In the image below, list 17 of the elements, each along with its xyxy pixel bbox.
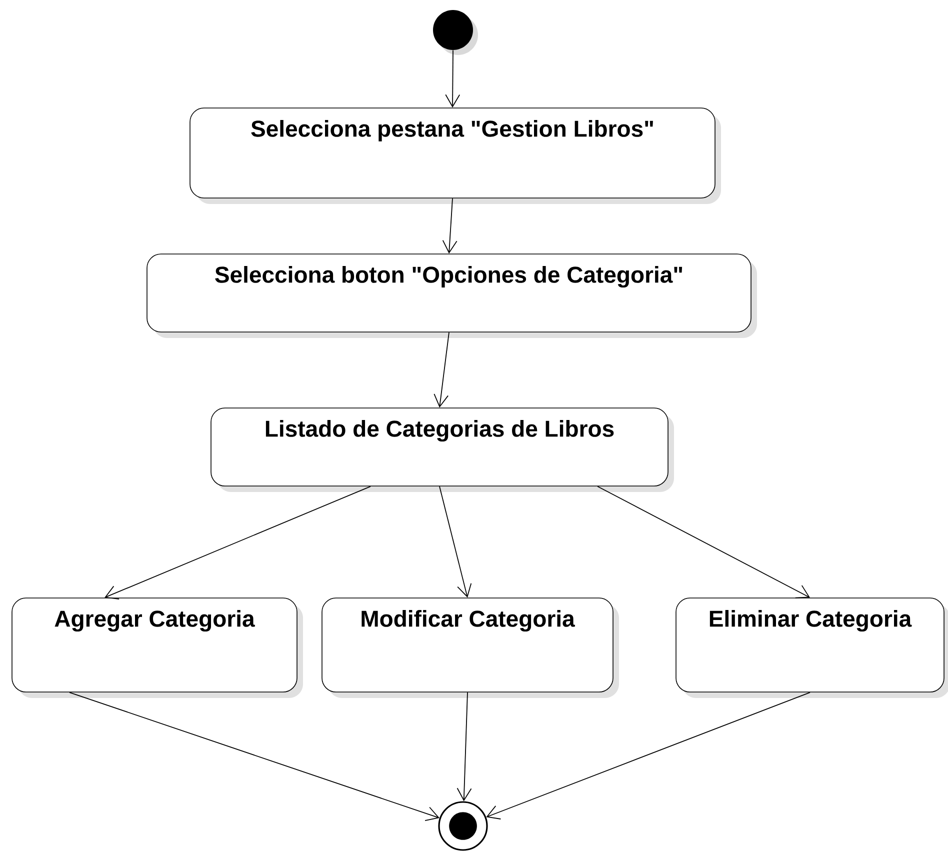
arrow — [597, 486, 810, 598]
activity-box: Eliminar Categoria — [676, 598, 948, 698]
end-node — [438, 801, 488, 851]
arrow — [439, 486, 472, 598]
activity-box: Listado de Categorias de Libros — [210, 408, 674, 492]
start-node — [433, 10, 478, 55]
arrow — [445, 50, 460, 108]
arrow — [442, 198, 458, 254]
activity-box: Agregar Categoria — [12, 598, 303, 698]
arrow — [69, 692, 440, 821]
activity-box: Selecciona pestana "Gestion Libros" — [190, 108, 721, 204]
arrow — [486, 692, 810, 820]
arrow — [104, 486, 371, 600]
activity-box: Modificar Categoria — [322, 598, 619, 698]
activity-box: Selecciona boton "Opciones de Categoria" — [146, 254, 757, 338]
arrow — [456, 692, 472, 802]
arrow — [434, 332, 450, 408]
